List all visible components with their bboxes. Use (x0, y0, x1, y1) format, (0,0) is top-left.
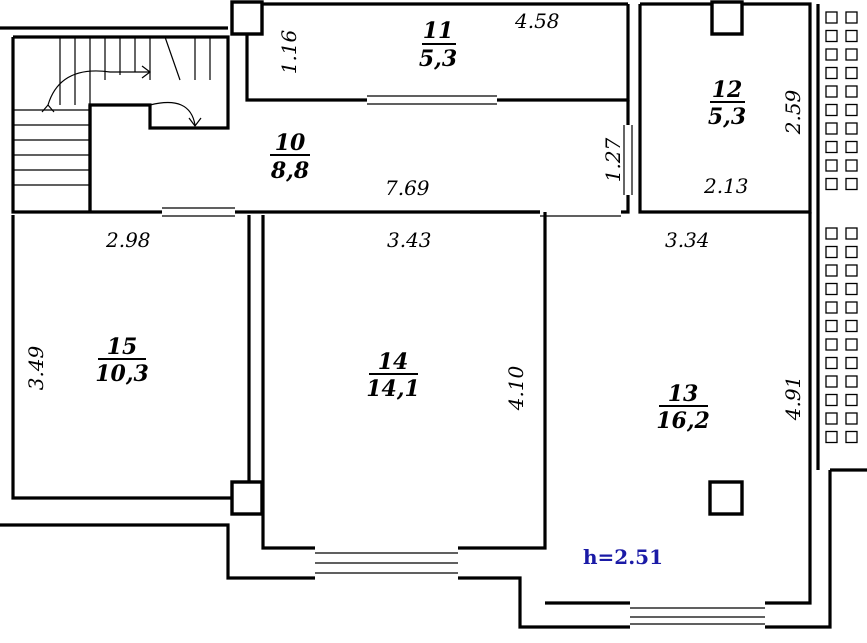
vent-square (845, 85, 858, 98)
vent-square (825, 85, 838, 98)
room-label-14: 14 14,1 (366, 349, 420, 402)
vent-square (825, 66, 838, 80)
vent-square (845, 412, 858, 425)
room-area: 16,2 (656, 408, 710, 434)
vent-square (845, 245, 858, 259)
vent-square (825, 319, 838, 333)
vent-square (845, 122, 858, 135)
vent-square (845, 66, 858, 80)
vent-square (845, 301, 858, 314)
vent-square (845, 103, 858, 117)
dim-room10-length: 7.69 (385, 176, 430, 200)
vent-square (825, 393, 838, 407)
vent-square (825, 122, 838, 135)
vent-square (825, 29, 838, 43)
vent-square (845, 159, 858, 172)
vent-square (825, 430, 838, 444)
vent-square (845, 177, 858, 191)
room-number: 14 (378, 349, 409, 375)
vent-square (825, 48, 838, 61)
vent-square (845, 430, 858, 444)
dimension-labels: 4.58 1.16 2.59 2.13 7.69 1.27 2.98 3.49 … (24, 9, 805, 421)
room-area: 14,1 (366, 376, 420, 402)
dim-room15-width: 2.98 (105, 228, 151, 252)
walls (0, 2, 867, 629)
vent-square (825, 177, 838, 191)
vent-square (825, 282, 838, 296)
dim-room11-depth: 1.16 (277, 29, 301, 74)
ventilation-grilles (825, 11, 858, 444)
vent-square (825, 264, 838, 277)
dim-room13-depth: 4.91 (781, 376, 805, 422)
ceiling-height-label: h=2.51 (583, 545, 663, 569)
vent-square (825, 245, 838, 259)
vent-square (845, 319, 858, 333)
vent-square (845, 48, 858, 61)
dim-room10-depth: 1.27 (601, 137, 625, 182)
vent-square (825, 140, 838, 154)
room-label-13: 13 16,2 (656, 381, 710, 434)
vent-square (845, 338, 858, 351)
dim-room12-width: 2.13 (703, 174, 749, 198)
vent-square (845, 375, 858, 388)
room-area: 5,3 (419, 46, 457, 72)
columns (230, 0, 744, 516)
vent-square (825, 103, 838, 117)
vent-square (825, 356, 838, 370)
vent-square (825, 159, 838, 172)
vent-square (825, 338, 838, 351)
vent-square (825, 412, 838, 425)
vent-square (845, 11, 858, 24)
vent-square (845, 227, 858, 240)
room-area: 10,3 (95, 361, 149, 387)
staircase (12, 35, 230, 212)
vent-square (845, 393, 858, 407)
vent-square (825, 301, 838, 314)
vent-square (825, 11, 838, 24)
room-area: 5,3 (708, 104, 746, 130)
room-area: 8,8 (270, 158, 309, 184)
vent-square (845, 264, 858, 277)
vent-square (845, 29, 858, 43)
vent-square (845, 140, 858, 154)
room-label-11: 11 5,3 (419, 18, 457, 72)
dim-room11-width: 4.58 (514, 9, 560, 33)
dim-room14-depth: 4.10 (504, 365, 528, 411)
vent-square (845, 356, 858, 370)
dim-room15-depth: 3.49 (24, 345, 48, 390)
room-number: 11 (423, 18, 454, 44)
room-label-15: 15 10,3 (95, 334, 149, 387)
dim-room13-width: 3.34 (665, 228, 710, 252)
room-number: 12 (712, 77, 743, 103)
room-label-10: 10 8,8 (270, 130, 310, 184)
windows (162, 95, 765, 625)
room-label-12: 12 5,3 (708, 77, 746, 130)
dim-room14-width: 3.43 (387, 228, 432, 252)
vent-square (825, 375, 838, 388)
dim-room12-depth: 2.59 (781, 89, 805, 135)
room-number: 15 (107, 334, 138, 360)
vent-square (845, 282, 858, 296)
room-number: 10 (275, 130, 306, 156)
room-number: 13 (668, 381, 699, 407)
vent-square (825, 227, 838, 240)
